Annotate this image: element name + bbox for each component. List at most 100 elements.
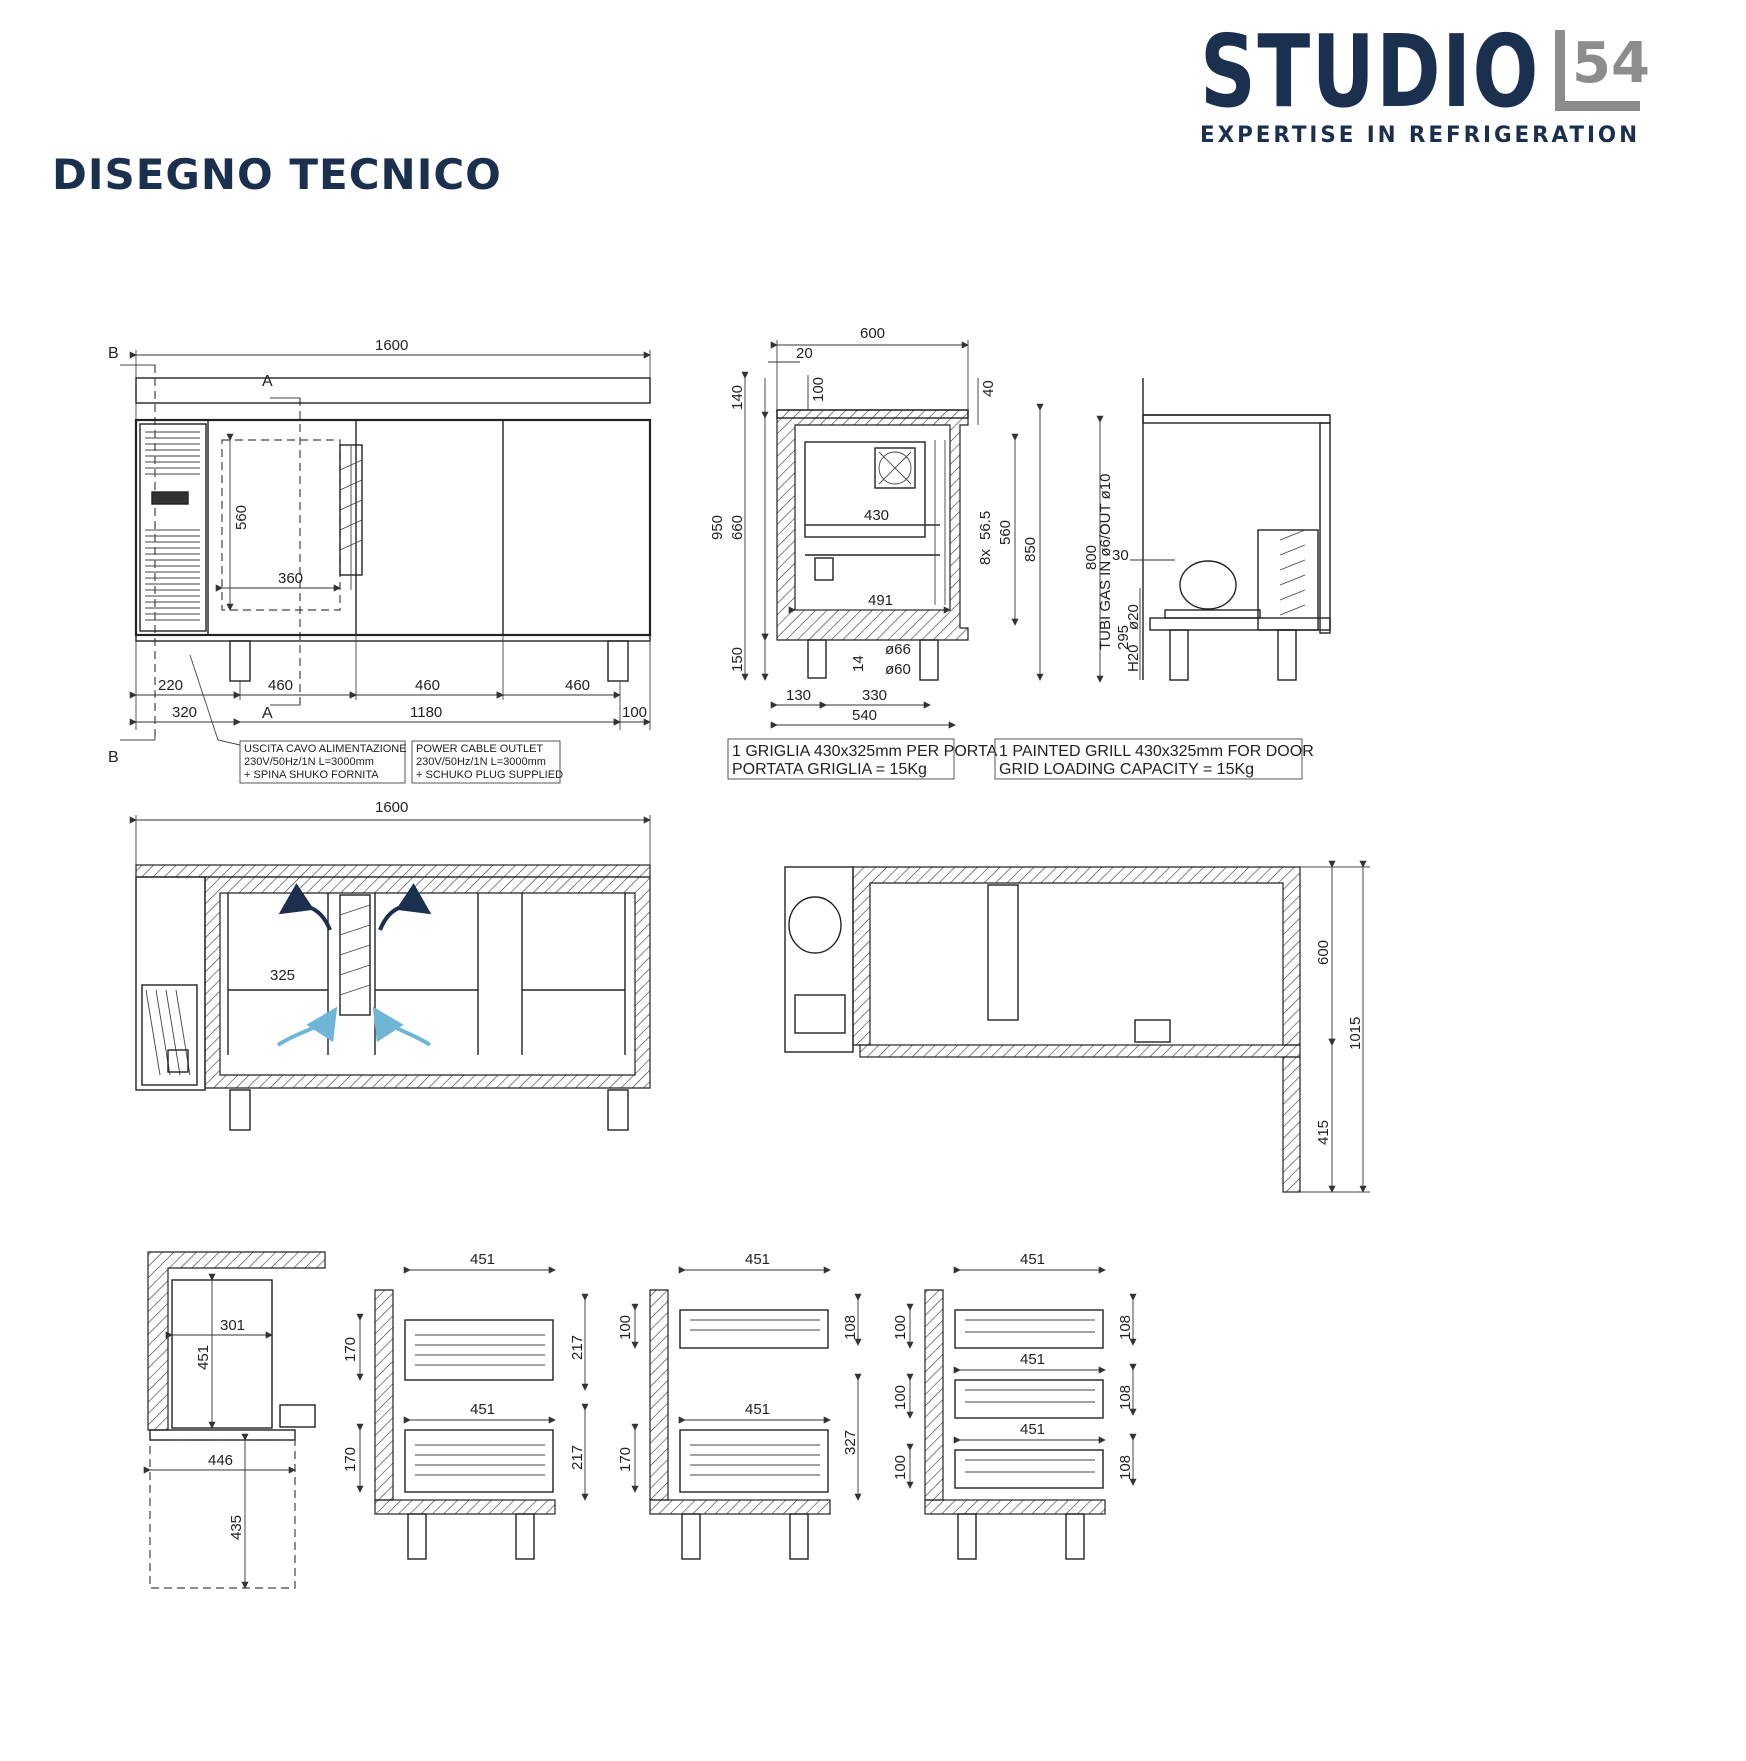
dim-three-451-a: 451 <box>1020 1251 1045 1268</box>
dim-mixed-100: 100 <box>617 1315 634 1340</box>
dim-section-d20: ø20 <box>1125 604 1142 630</box>
dim-three-451-b: 451 <box>1020 1351 1045 1368</box>
logo-brand-text: STUDIO <box>1200 20 1540 130</box>
dim-front-460-b: 460 <box>415 677 440 694</box>
airflow-in-left-icon <box>276 1006 338 1047</box>
dim-drawer-451: 451 <box>195 1345 212 1370</box>
airflow-in-right-icon <box>372 1006 432 1047</box>
drawer-view-two: 451 451 170 170 217 217 <box>342 1251 589 1560</box>
side-view: 600 20 950 140 660 150 100 40 <box>709 325 1314 780</box>
dim-front-460-c: 460 <box>565 677 590 694</box>
drawer-view-single: 301 451 446 435 <box>143 1251 326 1589</box>
dim-mixed-327: 327 <box>842 1430 859 1455</box>
dim-side-430: 430 <box>864 507 889 524</box>
section-mark-a-bottom: A <box>262 705 273 722</box>
dim-two-217-b: 217 <box>569 1445 586 1470</box>
dim-front-1600: 1600 <box>375 337 408 354</box>
note-side-en-2: GRID LOADING CAPACITY = 15Kg <box>999 761 1254 778</box>
airflow-out-left-icon <box>278 883 332 931</box>
dim-three-108-a: 108 <box>1117 1315 1134 1340</box>
dim-top-600: 600 <box>1315 940 1332 965</box>
note-side-it-2: PORTATA GRIGLIA = 15Kg <box>732 761 927 778</box>
dim-section-30: 30 <box>1112 547 1129 564</box>
dim-side-560: 560 <box>997 520 1014 545</box>
dim-front-100: 100 <box>622 704 647 721</box>
dim-side-60: ø60 <box>885 661 911 678</box>
dim-section-295: 295 <box>1115 625 1132 650</box>
drawer-view-mixed: 451 451 100 170 108 327 <box>617 1251 862 1560</box>
section-mark-b-bottom: B <box>108 749 119 766</box>
page-title: DISEGNO TECNICO <box>52 150 502 199</box>
note-en-line-2: 230V/50Hz/1N L=3000mm <box>416 756 546 768</box>
top-view: 600 415 1015 <box>784 860 1370 1193</box>
dim-side-950: 950 <box>709 515 726 540</box>
dim-side-491: 491 <box>868 592 893 609</box>
dim-front-560: 560 <box>233 505 250 530</box>
plan-view: 1600 325 <box>129 799 651 1131</box>
dim-three-108-c: 108 <box>1117 1455 1134 1480</box>
dim-two-170-b: 170 <box>342 1447 359 1472</box>
dim-side-850: 850 <box>1022 537 1039 562</box>
dim-side-8x: 8x <box>977 549 994 565</box>
dim-section-h2o: H20 <box>1125 644 1142 672</box>
dim-side-660: 660 <box>729 515 746 540</box>
dim-mixed-170: 170 <box>617 1447 634 1472</box>
logo-number-badge: 54 <box>1555 30 1650 111</box>
dim-three-108-b: 108 <box>1117 1385 1134 1410</box>
dim-front-320: 320 <box>172 704 197 721</box>
dim-section-pipes: TUBI GAS IN ø6/OUT ø10 <box>1097 474 1114 650</box>
studio54-logo: STUDIO 54 EXPERTISE IN REFRIGERATION <box>1200 20 1650 148</box>
dim-side-20: 20 <box>796 345 813 362</box>
dim-side-14: 14 <box>850 655 867 672</box>
front-view: B A A B 1600 <box>108 337 652 784</box>
dim-plan-1600: 1600 <box>375 799 408 816</box>
dim-two-451-a: 451 <box>470 1251 495 1268</box>
dim-three-100-a: 100 <box>892 1315 909 1340</box>
section-mark-b-top: B <box>108 345 119 362</box>
dim-section-800: 800 <box>1083 545 1100 570</box>
logo-number-text: 54 <box>1572 31 1650 96</box>
dim-drawer-301: 301 <box>220 1317 245 1334</box>
dim-side-600: 600 <box>860 325 885 342</box>
note-it-line-2: 230V/50Hz/1N L=3000mm <box>244 756 374 768</box>
dim-side-40: 40 <box>980 380 997 397</box>
dim-side-130: 130 <box>786 687 811 704</box>
logo-tagline: EXPERTISE IN REFRIGERATION <box>1200 123 1640 148</box>
dim-front-360: 360 <box>278 570 303 587</box>
dim-three-451-c: 451 <box>1020 1421 1045 1438</box>
dim-side-540: 540 <box>852 707 877 724</box>
dim-side-56-5: 56.5 <box>977 511 994 540</box>
dim-front-1180: 1180 <box>410 704 442 721</box>
note-side-en-1: 1 PAINTED GRILL 430x325mm FOR DOOR <box>999 743 1314 760</box>
dim-two-217-a: 217 <box>569 1335 586 1360</box>
dim-mixed-451-a: 451 <box>745 1251 770 1268</box>
section-view: 800 TUBI GAS IN ø6/OUT ø10 30 295 H20 ø2… <box>1083 378 1331 683</box>
dim-three-100-b: 100 <box>892 1385 909 1410</box>
dim-drawer-435: 435 <box>228 1515 245 1540</box>
note-it-line-1: USCITA CAVO ALIMENTAZIONE <box>244 743 407 755</box>
dim-front-460-a: 460 <box>268 677 293 694</box>
note-side-it-1: 1 GRIGLIA 430x325mm PER PORTA <box>732 743 998 760</box>
dim-front-220: 220 <box>158 677 183 694</box>
dim-two-451-b: 451 <box>470 1401 495 1418</box>
airflow-out-right-icon <box>378 883 432 931</box>
dim-top-415: 415 <box>1315 1120 1332 1145</box>
dim-side-66: ø66 <box>885 641 911 658</box>
dim-top-1015: 1015 <box>1347 1017 1364 1050</box>
section-mark-a-top: A <box>262 373 273 390</box>
dim-three-100-c: 100 <box>892 1455 909 1480</box>
dim-two-170-a: 170 <box>342 1337 359 1362</box>
dim-plan-325: 325 <box>270 967 295 984</box>
dim-side-150: 150 <box>729 647 746 672</box>
dim-side-140: 140 <box>729 385 746 410</box>
dim-drawer-446: 446 <box>208 1452 233 1469</box>
drawer-view-three: 451 451 451 100 100 100 108 108 108 <box>892 1251 1137 1560</box>
dim-side-330: 330 <box>862 687 887 704</box>
note-it-line-3: + SPINA SHUKO FORNITA <box>244 769 379 781</box>
dim-side-100: 100 <box>810 377 827 402</box>
note-en-line-3: + SCHUKO PLUG SUPPLIED <box>416 769 563 781</box>
dim-mixed-451-b: 451 <box>745 1401 770 1418</box>
dim-mixed-108: 108 <box>842 1315 859 1340</box>
note-en-line-1: POWER CABLE OUTLET <box>416 743 543 755</box>
